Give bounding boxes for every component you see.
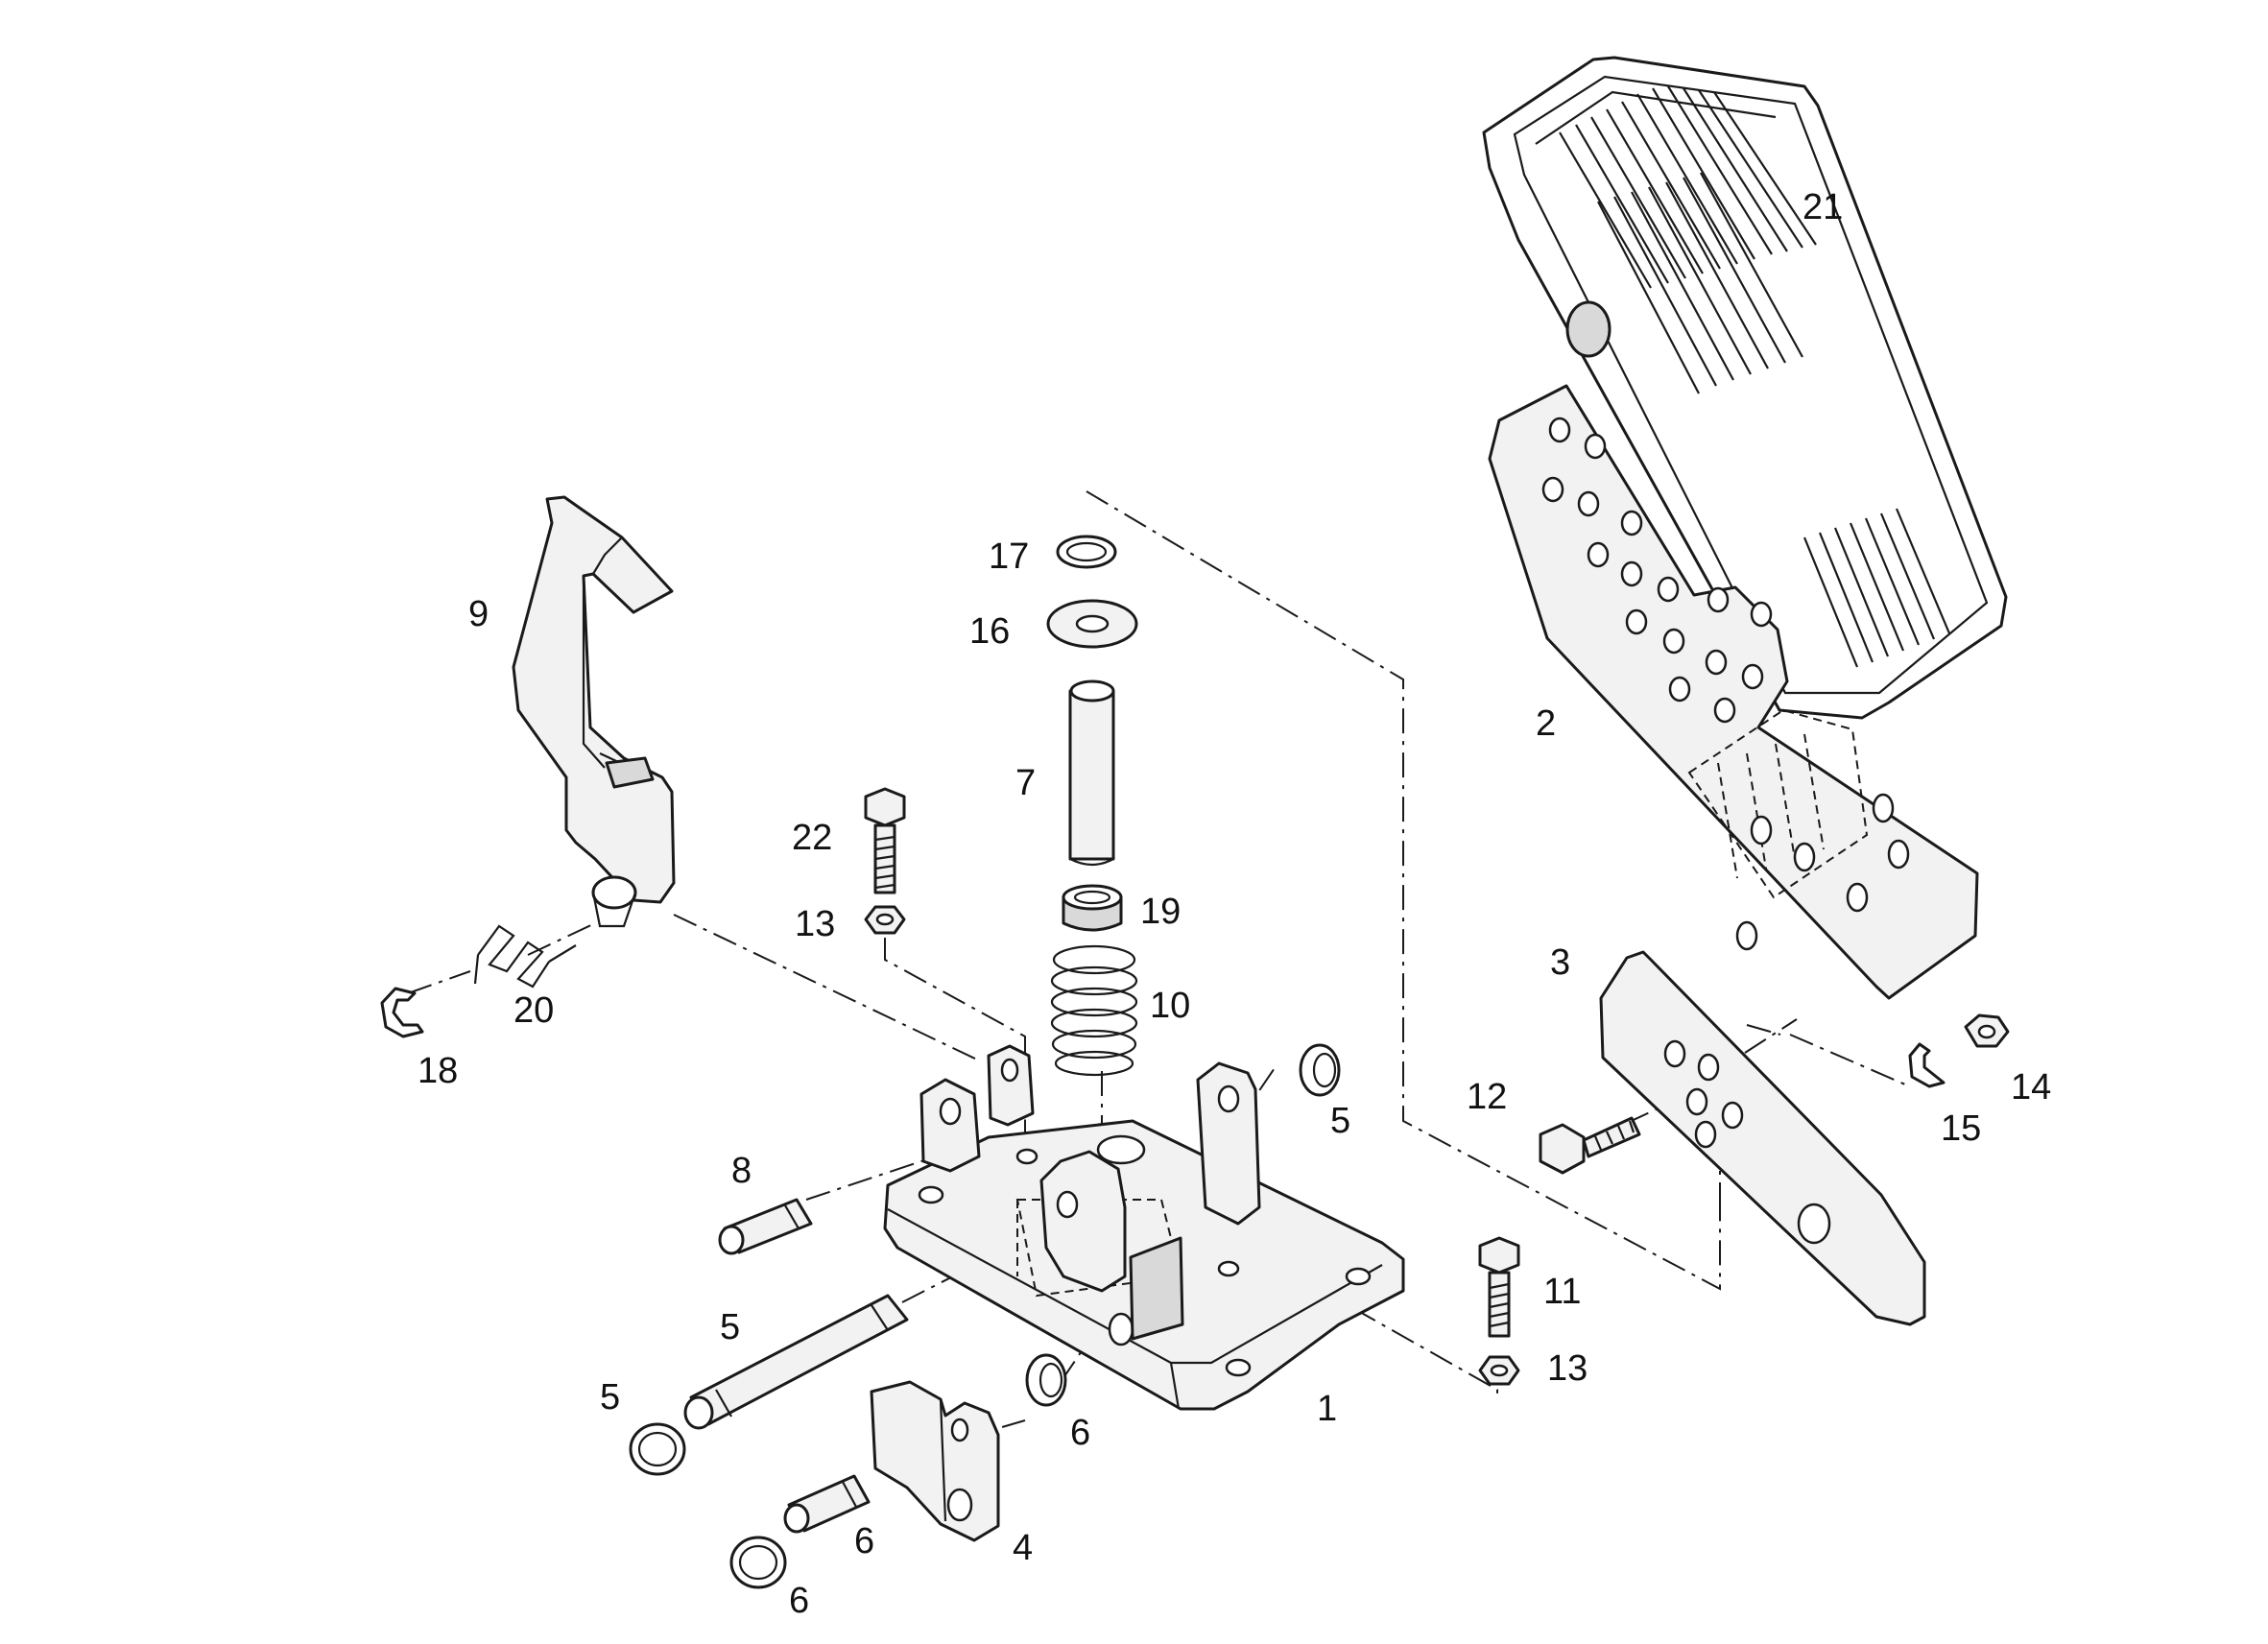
callout-18: 18 xyxy=(418,1051,458,1091)
snap-ring-top xyxy=(1056,535,1117,569)
callout-6-ring: 6 xyxy=(1070,1413,1090,1453)
washer xyxy=(1046,599,1138,649)
callout-14: 14 xyxy=(2011,1067,2051,1108)
callout-9: 9 xyxy=(468,594,489,634)
nut-lower xyxy=(1478,1355,1520,1386)
lock-washer-15 xyxy=(1908,1042,1946,1088)
snap-ring-left xyxy=(629,1422,686,1476)
bolt-11 xyxy=(1478,1236,1520,1338)
callout-2: 2 xyxy=(1536,703,1556,744)
bracket-plate xyxy=(1599,950,1926,1326)
callout-1: 1 xyxy=(1317,1389,1337,1429)
callout-5-right: 5 xyxy=(1330,1101,1350,1141)
nut-upper xyxy=(864,905,906,935)
callout-8: 8 xyxy=(731,1151,752,1191)
base-plate-clevis-left xyxy=(919,1044,1035,1173)
small-bracket xyxy=(870,1380,1000,1542)
snap-ring-6-lower xyxy=(729,1536,787,1589)
bolt-12 xyxy=(1539,1116,1641,1175)
base-plate-center-lug xyxy=(1039,1150,1184,1346)
callout-19: 19 xyxy=(1140,892,1181,932)
callout-20: 20 xyxy=(513,990,554,1031)
long-shaft xyxy=(683,1294,909,1430)
base-plate-clevis-right xyxy=(1196,1061,1261,1226)
snap-ring-right xyxy=(1299,1043,1341,1097)
callout-7: 7 xyxy=(1015,763,1036,803)
torsion-spring xyxy=(473,924,577,989)
bolt-22 xyxy=(864,787,906,894)
short-pin xyxy=(718,1198,813,1255)
callout-labels: 1 2 3 4 5 5 5 6 6 6 7 8 9 10 11 12 13 13… xyxy=(418,187,2051,1621)
pedal-plate-holes xyxy=(1541,417,1910,951)
pedal-pad-mount-hole xyxy=(1565,300,1611,358)
lever xyxy=(512,495,676,928)
base-plate xyxy=(883,1044,1405,1411)
pedal-pad xyxy=(1482,56,2008,720)
callout-11: 11 xyxy=(1543,1272,1581,1312)
callout-12: 12 xyxy=(1467,1077,1507,1117)
short-pin-6 xyxy=(783,1474,871,1534)
callout-5-shaft: 5 xyxy=(720,1307,740,1347)
callout-5-left: 5 xyxy=(600,1377,620,1418)
callout-4: 4 xyxy=(1013,1528,1033,1568)
circlip xyxy=(380,987,424,1038)
coil-spring xyxy=(1050,944,1138,1077)
lever-bushing xyxy=(591,875,637,910)
callout-21: 21 xyxy=(1802,187,1843,227)
nut-14 xyxy=(1964,1013,2010,1048)
callout-15: 15 xyxy=(1941,1108,1981,1149)
callout-13-lower: 13 xyxy=(1547,1348,1588,1389)
callout-6-pin: 6 xyxy=(854,1521,874,1561)
callout-22: 22 xyxy=(792,818,832,858)
callout-13-upper: 13 xyxy=(795,904,835,944)
callout-16: 16 xyxy=(969,611,1010,652)
vertical-pin xyxy=(1068,679,1115,867)
callout-3: 3 xyxy=(1550,942,1570,983)
callout-6-bottom: 6 xyxy=(789,1581,809,1621)
pedal-pad-grip-ribs xyxy=(1559,85,1951,668)
pedal-plate xyxy=(1488,384,1979,1000)
bushing xyxy=(1062,884,1123,932)
callout-10: 10 xyxy=(1150,986,1190,1026)
callout-17: 17 xyxy=(989,536,1029,577)
snap-ring-6-upper xyxy=(1025,1353,1067,1407)
